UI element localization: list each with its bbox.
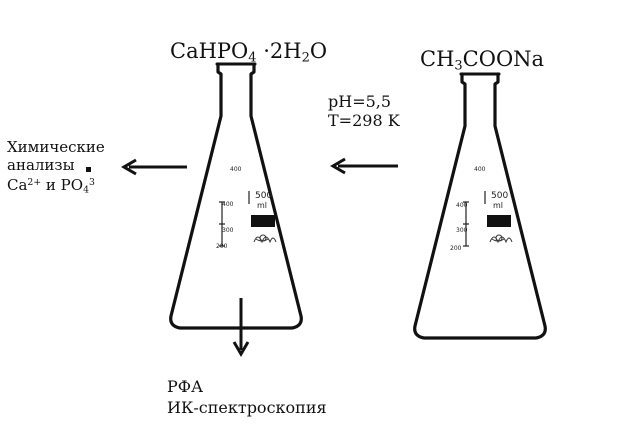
right-flask-formula: CH3COONa	[420, 47, 545, 74]
ion-subscript: 4	[83, 184, 89, 196]
right-flask-logo	[489, 234, 513, 244]
chemical-analysis-line2: анализы	[7, 156, 75, 174]
left-flask-formula: CaHPO4 ·2H2O	[170, 39, 328, 66]
formula-subscript: 3	[454, 58, 463, 74]
right-tick-top: 400	[474, 166, 486, 173]
right-unit-label: ml	[493, 201, 503, 210]
formula-part: ·2H	[256, 39, 302, 63]
left-unit-label: ml	[257, 201, 267, 210]
bullet-mark	[86, 167, 91, 172]
arrow-to-methods	[232, 298, 250, 357]
right-tick-bottom: 200	[450, 245, 462, 252]
formula-part: COONa	[462, 47, 545, 71]
left-tick-top: 400	[230, 166, 242, 173]
left-flask-logo	[253, 234, 277, 244]
right-volume-label: 500	[491, 191, 508, 201]
formula-subscript: 4	[248, 50, 257, 66]
arrow-transfer	[330, 157, 398, 175]
left-tick-bottom: 200	[216, 243, 228, 250]
left-tick-mid: 400	[222, 201, 234, 208]
left-tick-low: 300	[222, 227, 234, 234]
arrow-to-chemical-analysis	[121, 158, 187, 176]
formula-subscript: 2	[301, 50, 310, 66]
right-tick-mid: 400	[456, 202, 468, 209]
ion-connector: и PO	[41, 176, 84, 194]
left-volume-label: 500	[255, 191, 272, 201]
condition-ph: pH=5,5	[328, 92, 392, 111]
formula-part: O	[309, 39, 328, 63]
method-ir: ИК-спектроскопия	[167, 398, 327, 417]
ion-charge: 2+	[27, 176, 42, 188]
condition-temperature: T=298 K	[328, 111, 400, 130]
right-flask: 400 400 300 200 500 ml	[413, 72, 547, 340]
method-xrd: РФА	[167, 377, 204, 396]
chemical-analysis-line1: Химические	[7, 138, 105, 156]
right-tick-low: 300	[456, 227, 468, 234]
ion-charge: 3	[89, 176, 95, 188]
right-flask-graduation	[463, 201, 469, 247]
chemical-analysis-ions: Ca2+ и PO43	[7, 176, 95, 196]
left-flask: 400 400 300 200 500 ml	[169, 62, 303, 330]
left-flask-graduation	[219, 201, 225, 247]
formula-part: CaHPO	[170, 39, 249, 63]
ion-calcium: Ca	[7, 176, 28, 194]
right-flask-label-block	[487, 215, 511, 227]
formula-part: CH	[420, 47, 455, 71]
left-flask-label-block	[251, 215, 275, 227]
